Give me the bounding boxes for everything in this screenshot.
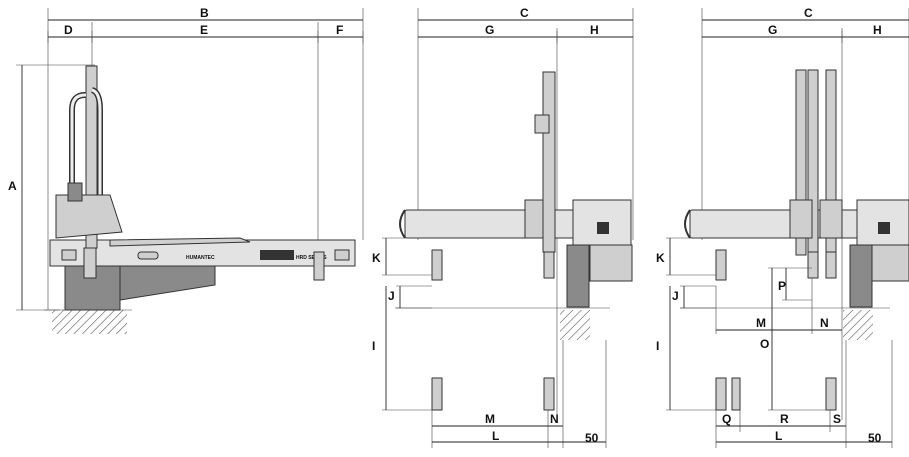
dim-label-m-2: M (756, 316, 766, 330)
view-front: B D E F A HUMANTEC HRD SERIES (8, 6, 364, 334)
dim-label-h: H (590, 23, 599, 37)
gripper-2 (313, 251, 325, 281)
dim-label-m: M (485, 412, 495, 426)
view-single-arm: C G H K J I (372, 6, 634, 448)
dim-label-b: B (200, 6, 209, 20)
gripper-1 (83, 247, 97, 279)
dim-label-f: F (336, 23, 343, 37)
model-badge-text: HRD SERIES (296, 255, 327, 261)
dim-label-s: S (833, 412, 841, 426)
dim-label-r: R (780, 412, 789, 426)
dim-label-a: A (8, 179, 17, 193)
dim-label-j-2: J (672, 289, 679, 303)
dim-label-o: O (760, 337, 769, 351)
brand-panel-text: HUMANTEC (186, 255, 215, 261)
dim-label-50-2: 50 (868, 431, 882, 445)
dim-label-n-2: N (820, 316, 829, 330)
dim-label-c: C (520, 6, 529, 20)
dim-label-k: K (372, 251, 381, 265)
dim-label-q: Q (722, 412, 731, 426)
dim-label-c-2: C (804, 6, 813, 20)
dim-label-l: L (492, 429, 499, 443)
dim-label-i: I (372, 339, 375, 353)
vertical-arm-2 (542, 71, 556, 253)
dim-label-d: D (64, 23, 73, 37)
view-double-arm: C G H (656, 6, 909, 448)
dim-label-l-2: L (775, 429, 782, 443)
dim-label-i-2: I (656, 339, 659, 353)
dim-label-h-2: H (873, 23, 882, 37)
main-beam (49, 239, 356, 267)
dim-label-g-2: G (768, 23, 777, 37)
dim-label-e: E (200, 23, 208, 37)
dim-label-j: J (388, 289, 395, 303)
dim-label-g: G (485, 23, 494, 37)
dim-label-n: N (550, 412, 559, 426)
dim-label-k-2: K (656, 251, 665, 265)
dim-label-50: 50 (585, 431, 599, 445)
dim-label-p: P (778, 279, 786, 293)
